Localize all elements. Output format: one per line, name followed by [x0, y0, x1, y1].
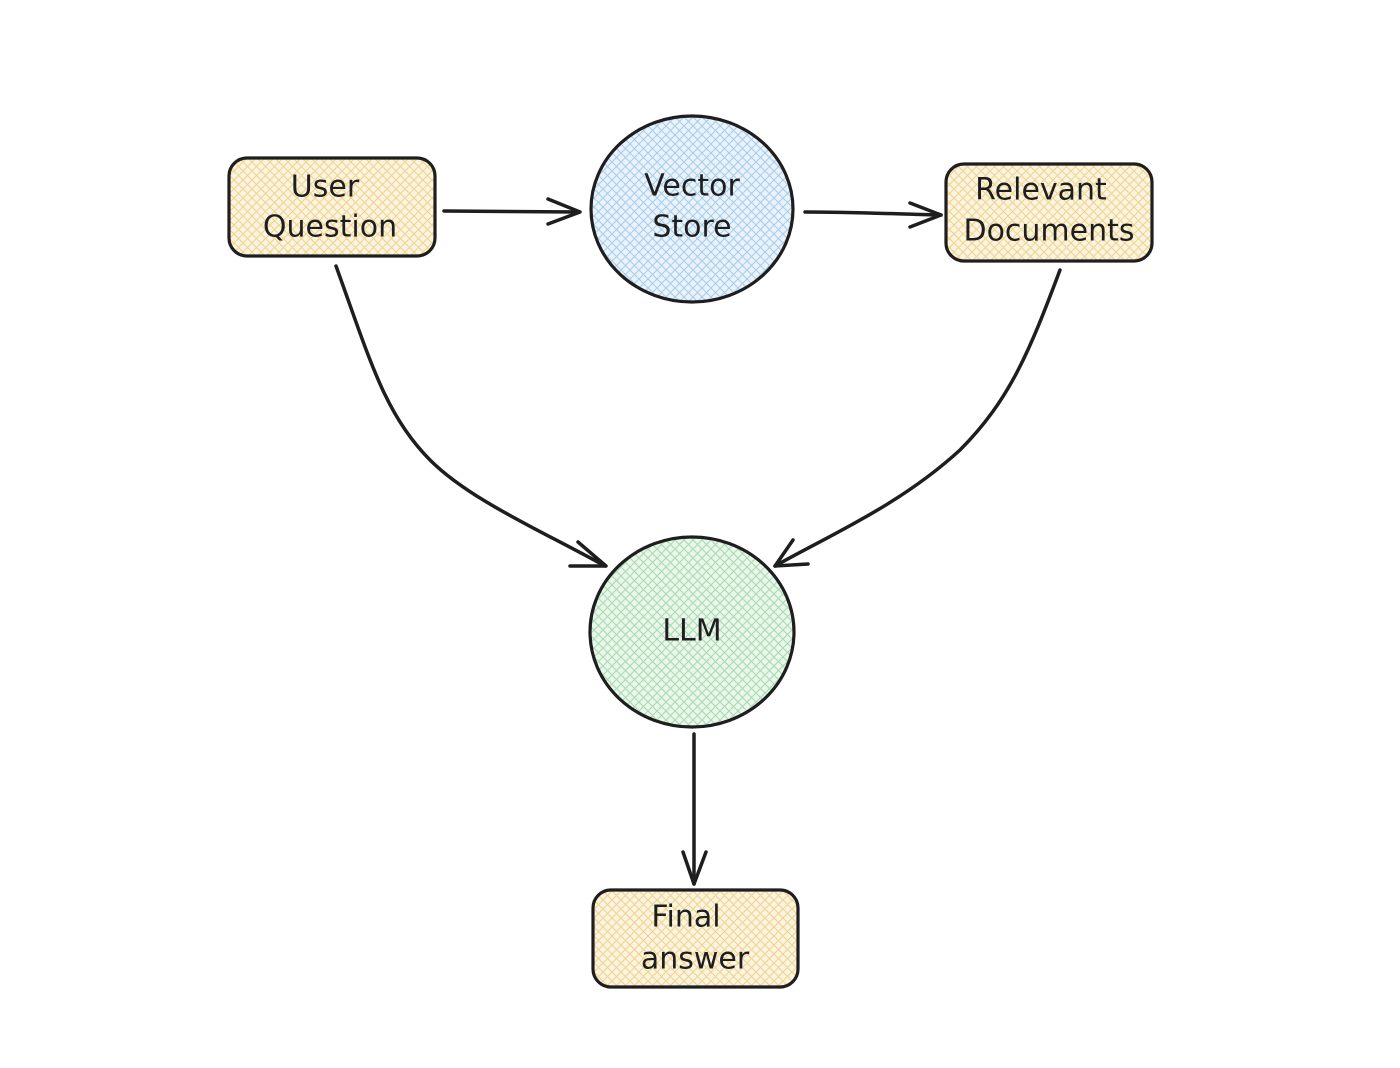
node-llm: LLM [588, 535, 796, 729]
node-vector-store-label-line2: Store [652, 210, 731, 245]
edge-user-question-to-vector-store [442, 197, 582, 226]
edge-vector-store-to-relevant-documents [803, 201, 943, 229]
edge-user-question-to-llm [334, 264, 608, 568]
node-relevant-documents-label-line2: Documents [963, 214, 1134, 249]
node-final-answer-label-line1: Final [651, 900, 720, 935]
node-relevant-documents-box [944, 162, 1154, 263]
node-vector-store: Vector Store [589, 114, 795, 304]
node-llm-label: LLM [662, 614, 721, 649]
node-user-question-box [227, 156, 437, 258]
node-user-question-label-line2: Question [263, 210, 397, 245]
node-llm-circle [588, 535, 796, 729]
node-vector-store-label-line1: Vector [644, 169, 740, 204]
edge-llm-to-final-answer [681, 732, 708, 886]
node-user-question-label-line1: User [291, 170, 360, 205]
node-relevant-documents: Relevant Documents [944, 162, 1154, 263]
node-final-answer-box [591, 888, 800, 989]
node-user-question: User Question [227, 156, 437, 258]
node-final-answer: Final answer [591, 888, 800, 989]
node-relevant-documents-label-line1: Relevant [975, 173, 1107, 208]
edge-relevant-documents-to-llm [773, 268, 1062, 568]
node-vector-store-circle [589, 114, 795, 304]
node-final-answer-label-line2: answer [641, 942, 750, 977]
